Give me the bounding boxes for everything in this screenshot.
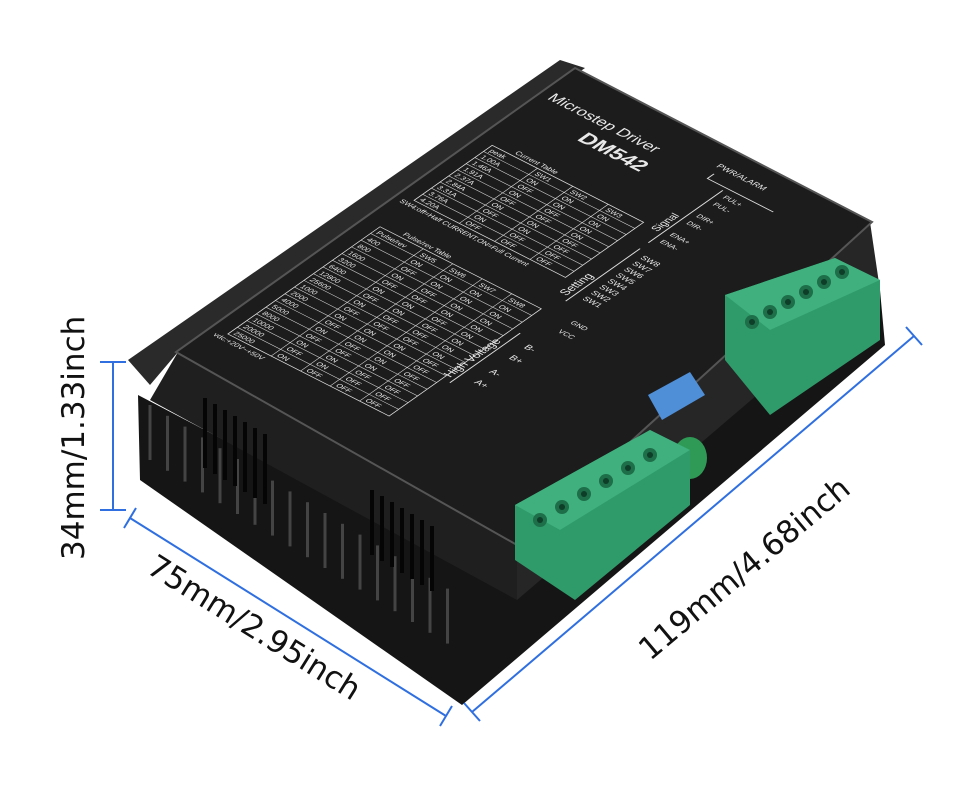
table-cell: ON [372, 355, 389, 365]
table-cell: ON [496, 303, 513, 313]
a-minus-label: A- [486, 368, 503, 379]
table-cell: ON [438, 308, 455, 318]
table-cell: ON [489, 201, 506, 211]
table-cell: ON [381, 349, 398, 359]
table-cell: ON [550, 201, 567, 211]
table-cell: ON [568, 231, 585, 241]
table-cell: ON [448, 302, 465, 312]
dip-switch[interactable] [648, 372, 705, 420]
dimension-lines [100, 326, 923, 727]
table-cell: ON [449, 337, 466, 347]
table-cell: ON [430, 350, 447, 360]
table-cell: ON [351, 299, 368, 309]
width-dimension-line [129, 517, 447, 717]
table-cell: ON [391, 342, 408, 352]
table-cell: ON [559, 195, 576, 205]
table-cell: ON [362, 362, 379, 372]
table-cell: ON [399, 300, 416, 310]
table-cell: ON [439, 344, 456, 354]
table-cell: ON [471, 213, 488, 223]
body-front-face [150, 352, 517, 600]
table-cell: ON [467, 288, 484, 298]
table-cell: ON [477, 317, 494, 327]
table-cell: ON [428, 280, 445, 290]
table-cell: ON [408, 258, 425, 268]
power-terminal-block[interactable] [515, 430, 690, 600]
table-cell: ON [361, 327, 378, 337]
table-cell: ON [524, 219, 541, 229]
table-cell: ON [487, 310, 504, 320]
table-cell: ON [437, 273, 454, 283]
table-cell: ON [389, 272, 406, 282]
table-cell: ON [468, 323, 485, 333]
table-cell: ON [577, 225, 594, 235]
table-cell: ON [323, 354, 340, 364]
length-dimension-line [471, 335, 915, 713]
table-cell: ON [586, 219, 603, 229]
table-cell: ON [314, 361, 331, 371]
table-cell: ON [594, 213, 611, 223]
table-cell: ON [457, 295, 474, 305]
vent-slots [203, 398, 434, 591]
table-cell: ON [332, 312, 349, 322]
pulse-rev-table: Pulse/rev TablePulse/revSW5SW6SW7SW8400O… [211, 226, 542, 417]
table-cell: 400 [364, 236, 382, 247]
table-cell: ON [506, 189, 523, 199]
heatsink-fins [148, 405, 449, 644]
table-cell: ON [352, 334, 369, 344]
table-cell: 800 [355, 243, 373, 254]
b-minus-label: B- [521, 343, 538, 354]
table-cell: ON [524, 177, 541, 187]
height-dimension-label: 34mm/1.33inch [56, 315, 92, 560]
table-cell: ON [275, 352, 292, 362]
heatsink [138, 290, 885, 705]
table-cell: ON [294, 339, 311, 349]
a-plus-label: A+ [471, 378, 491, 390]
table-cell: ON [515, 225, 532, 235]
table-cell: ON [458, 330, 475, 340]
table-cell: ON [370, 285, 387, 295]
table-cell: ON [313, 325, 330, 335]
signal-terminal-block[interactable] [725, 258, 880, 415]
table-cell: ON [390, 307, 407, 317]
b-plus-label: B+ [506, 354, 526, 366]
